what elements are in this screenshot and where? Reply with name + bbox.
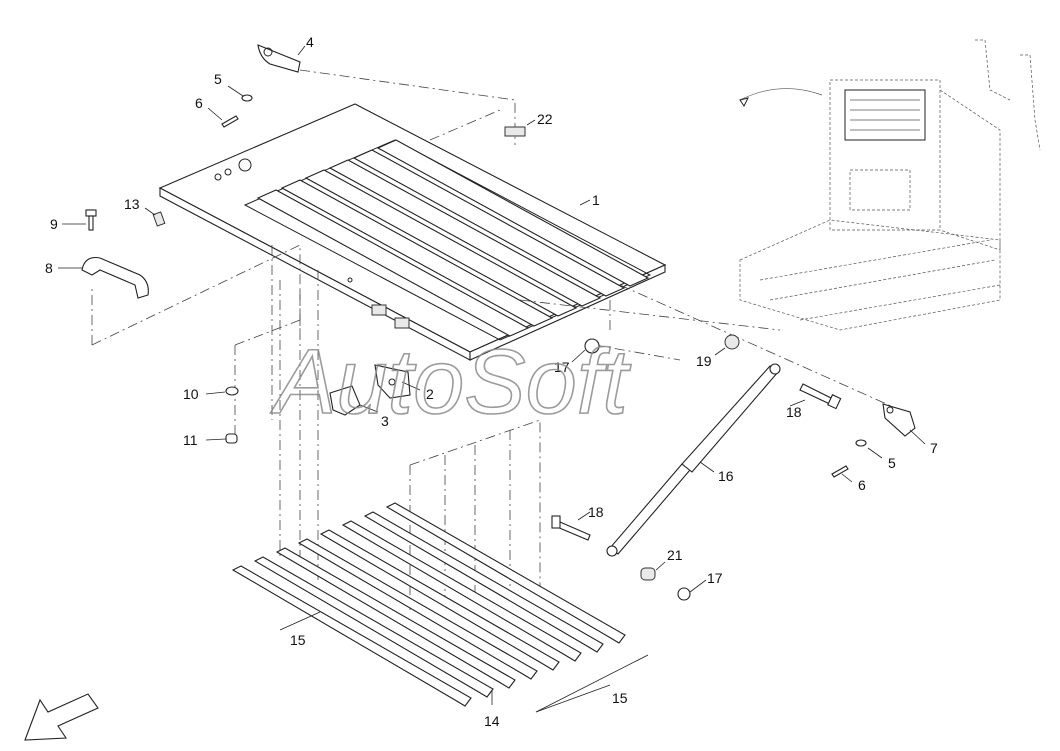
roof-panel-part-1 bbox=[158, 103, 667, 361]
panel-slat bbox=[352, 149, 626, 297]
bracket-part-2 bbox=[374, 364, 411, 399]
bolt-part-18-left bbox=[551, 515, 591, 541]
washer-part-5-right bbox=[855, 439, 867, 447]
callout-22: 22 bbox=[537, 111, 553, 127]
bushing-part-21 bbox=[640, 567, 656, 581]
callout-13: 13 bbox=[124, 196, 140, 212]
callout-18: 18 bbox=[786, 404, 802, 420]
spacer-part-17-bottom bbox=[677, 587, 691, 601]
callout-16: 16 bbox=[718, 468, 734, 484]
callout-1: 1 bbox=[592, 192, 600, 208]
bottom-slats-parts-14-15 bbox=[231, 502, 626, 707]
callout-6: 6 bbox=[195, 95, 203, 111]
washer-part-5-top bbox=[241, 94, 253, 102]
callout-18: 18 bbox=[588, 504, 604, 520]
bushing-part-19 bbox=[724, 334, 740, 350]
bolt-part-6-right bbox=[831, 465, 849, 478]
hinge-part-4 bbox=[257, 44, 301, 73]
bottom-slat bbox=[297, 538, 538, 680]
handle-part-8 bbox=[81, 256, 149, 299]
callout-15: 15 bbox=[612, 690, 628, 706]
cap-part-11 bbox=[225, 433, 238, 444]
bolt-part-9 bbox=[85, 209, 97, 231]
bottom-slat bbox=[363, 511, 604, 653]
nut-part-10 bbox=[225, 386, 239, 396]
clip-part-22 bbox=[504, 126, 526, 137]
callout-labels: 4 5 6 22 1 9 13 8 10 11 2 3 17 19 18 7 5… bbox=[45, 34, 938, 729]
spacer-part-17-top bbox=[584, 338, 600, 354]
callout-9: 9 bbox=[50, 216, 58, 232]
bottom-slat bbox=[275, 547, 516, 689]
bottom-slat bbox=[319, 529, 560, 671]
leader-lines bbox=[58, 45, 926, 713]
callout-17: 17 bbox=[707, 570, 723, 586]
bottom-slat bbox=[231, 565, 472, 707]
bolt-part-18-right bbox=[799, 383, 842, 410]
machine-overview-illustration bbox=[739, 39, 1041, 331]
callout-21: 21 bbox=[667, 547, 683, 563]
callout-11: 11 bbox=[183, 432, 198, 448]
callout-14: 14 bbox=[484, 713, 500, 729]
gas-strut-part-16 bbox=[606, 363, 781, 557]
hinge-part-7 bbox=[882, 403, 916, 437]
callout-4: 4 bbox=[306, 34, 314, 50]
bolt-part-6-top bbox=[221, 115, 239, 128]
pin-part-13 bbox=[152, 211, 166, 227]
panel-slat bbox=[376, 139, 650, 287]
direction-arrow-icon bbox=[24, 693, 99, 741]
watermark: AutoSoft bbox=[270, 331, 631, 433]
panel-slat bbox=[304, 169, 578, 317]
callout-6: 6 bbox=[858, 477, 866, 493]
bottom-slat bbox=[253, 556, 494, 698]
callout-17: 17 bbox=[554, 359, 570, 375]
callout-19: 19 bbox=[696, 353, 712, 369]
panel-slat bbox=[256, 189, 530, 337]
callout-5: 5 bbox=[888, 455, 896, 471]
callout-5: 5 bbox=[214, 71, 222, 87]
callout-3: 3 bbox=[381, 413, 389, 429]
bottom-slat bbox=[341, 520, 582, 662]
panel-slat bbox=[328, 159, 602, 307]
callout-8: 8 bbox=[45, 260, 53, 276]
callout-2: 2 bbox=[426, 386, 434, 402]
panel-slat bbox=[280, 179, 554, 327]
callout-10: 10 bbox=[183, 386, 199, 402]
bracket-part-3 bbox=[329, 385, 361, 416]
callout-7: 7 bbox=[930, 440, 938, 456]
callout-15: 15 bbox=[290, 632, 306, 648]
bottom-slat bbox=[385, 502, 626, 644]
